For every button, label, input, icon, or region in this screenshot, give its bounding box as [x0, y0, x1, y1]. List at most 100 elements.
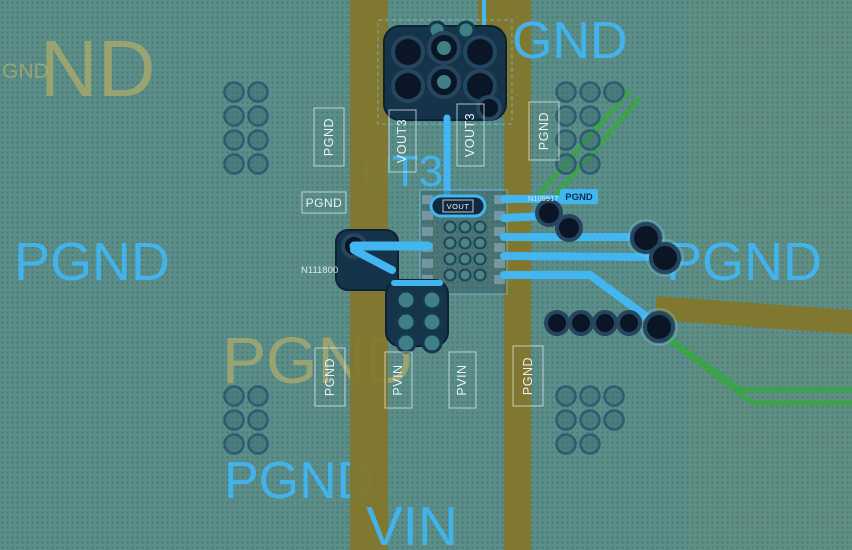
via[interactable]	[555, 81, 577, 103]
ic-pad[interactable]	[494, 195, 505, 204]
via[interactable]	[555, 105, 577, 127]
via[interactable]	[579, 433, 601, 455]
trace-green-diag-2[interactable]	[544, 96, 642, 208]
ic-pad[interactable]	[422, 211, 433, 220]
trace-green-right-2[interactable]	[660, 333, 852, 406]
net-label-pgnd[interactable]: PGND	[537, 112, 551, 150]
net-label-box[interactable]	[301, 191, 347, 214]
via[interactable]	[579, 385, 601, 407]
via[interactable]	[247, 153, 269, 175]
pad[interactable]	[592, 310, 618, 336]
via[interactable]	[223, 433, 245, 455]
via[interactable]	[247, 409, 269, 431]
net-label-vout3[interactable]: VOUT3	[463, 113, 477, 157]
via[interactable]	[223, 129, 245, 151]
ic-pad[interactable]	[494, 275, 505, 284]
net-label-box[interactable]	[512, 345, 544, 407]
via[interactable]	[603, 385, 625, 407]
net-label-pgnd[interactable]: PGND	[521, 357, 535, 395]
net-label-boxes-top[interactable]: PGND VOUT3 VOUT3 PGND	[313, 101, 560, 173]
via[interactable]	[223, 105, 245, 127]
pad[interactable]	[421, 332, 443, 354]
via[interactable]	[579, 81, 601, 103]
pad[interactable]	[568, 310, 594, 336]
pad[interactable]	[535, 199, 563, 227]
net-label-box[interactable]	[528, 101, 560, 161]
trace-horizontal-right[interactable]	[656, 296, 852, 334]
ic-pads-right[interactable]	[494, 195, 505, 284]
pad[interactable]	[395, 289, 417, 311]
via[interactable]	[555, 409, 577, 431]
pad[interactable]	[630, 222, 662, 254]
pad[interactable]	[643, 311, 675, 343]
ic-pad[interactable]	[494, 243, 505, 252]
via[interactable]	[247, 385, 269, 407]
pad[interactable]	[476, 95, 502, 121]
net-name-n109917[interactable]: N109917	[528, 194, 558, 203]
via[interactable]	[223, 385, 245, 407]
ic-pad[interactable]	[494, 259, 505, 268]
pad[interactable]	[395, 311, 417, 333]
via[interactable]	[223, 409, 245, 431]
via[interactable]	[603, 81, 625, 103]
via[interactable]	[223, 153, 245, 175]
net-label-pgnd[interactable]: PGND	[322, 118, 336, 156]
pad[interactable]	[555, 214, 583, 242]
via[interactable]	[555, 385, 577, 407]
vout-capsule[interactable]: VOUT	[429, 194, 487, 218]
ic-pad[interactable]	[422, 227, 433, 236]
net-label-pvin[interactable]: PVIN	[455, 364, 469, 395]
ic-pad[interactable]	[494, 227, 505, 236]
net-label-pgnd[interactable]: PGND	[306, 196, 343, 210]
via[interactable]	[579, 105, 601, 127]
net-label-mid-left[interactable]: PGND N111800	[301, 191, 347, 276]
net-label-pgnd-blue-box[interactable]	[560, 189, 598, 204]
via-cluster-bottom-left[interactable]	[223, 385, 269, 455]
vout-capsule-body[interactable]	[429, 194, 487, 218]
via[interactable]	[247, 433, 269, 455]
pad[interactable]	[395, 332, 417, 354]
net-label-box[interactable]	[314, 347, 346, 407]
pad[interactable]	[421, 311, 443, 333]
via[interactable]	[579, 129, 601, 151]
pad[interactable]	[649, 242, 681, 274]
trace-blue-fanout-4[interactable]	[500, 252, 660, 261]
net-label-box[interactable]	[456, 103, 485, 167]
via[interactable]	[579, 409, 601, 431]
component-top[interactable]	[377, 19, 513, 204]
via-cluster-top-left[interactable]	[223, 81, 269, 175]
trace-blue-left-diagonal[interactable]	[350, 246, 396, 274]
via[interactable]	[579, 153, 601, 175]
net-label-box[interactable]	[448, 351, 477, 409]
net-label-box[interactable]	[384, 351, 413, 409]
net-label-vout3[interactable]: VOUT3	[395, 119, 409, 163]
via[interactable]	[603, 409, 625, 431]
via[interactable]	[555, 129, 577, 151]
ic-pad[interactable]	[494, 211, 505, 220]
pad[interactable]	[391, 69, 425, 103]
via-cluster-top-right[interactable]	[555, 81, 625, 175]
via[interactable]	[247, 81, 269, 103]
net-label-box[interactable]	[313, 107, 345, 167]
via[interactable]	[223, 81, 245, 103]
via[interactable]	[247, 105, 269, 127]
via[interactable]	[555, 433, 577, 455]
ic-pad[interactable]	[422, 259, 433, 268]
pad[interactable]	[544, 310, 570, 336]
trace-blue-fanout-5[interactable]	[500, 271, 655, 324]
via[interactable]	[555, 153, 577, 175]
routed-pads[interactable]	[535, 199, 684, 346]
net-label-pvin[interactable]: PVIN	[391, 364, 405, 395]
pad[interactable]	[421, 289, 443, 311]
net-label-pgnd[interactable]: PGND	[323, 358, 337, 396]
net-label-mid-right[interactable]: N109917 PGND	[528, 189, 598, 204]
pad[interactable]	[456, 20, 476, 40]
via[interactable]	[247, 129, 269, 151]
net-label-box[interactable]	[388, 109, 417, 173]
pad[interactable]	[463, 35, 497, 69]
pad[interactable]	[391, 35, 425, 69]
ic-pad[interactable]	[422, 195, 433, 204]
via-cluster-bottom-right[interactable]	[555, 385, 625, 455]
